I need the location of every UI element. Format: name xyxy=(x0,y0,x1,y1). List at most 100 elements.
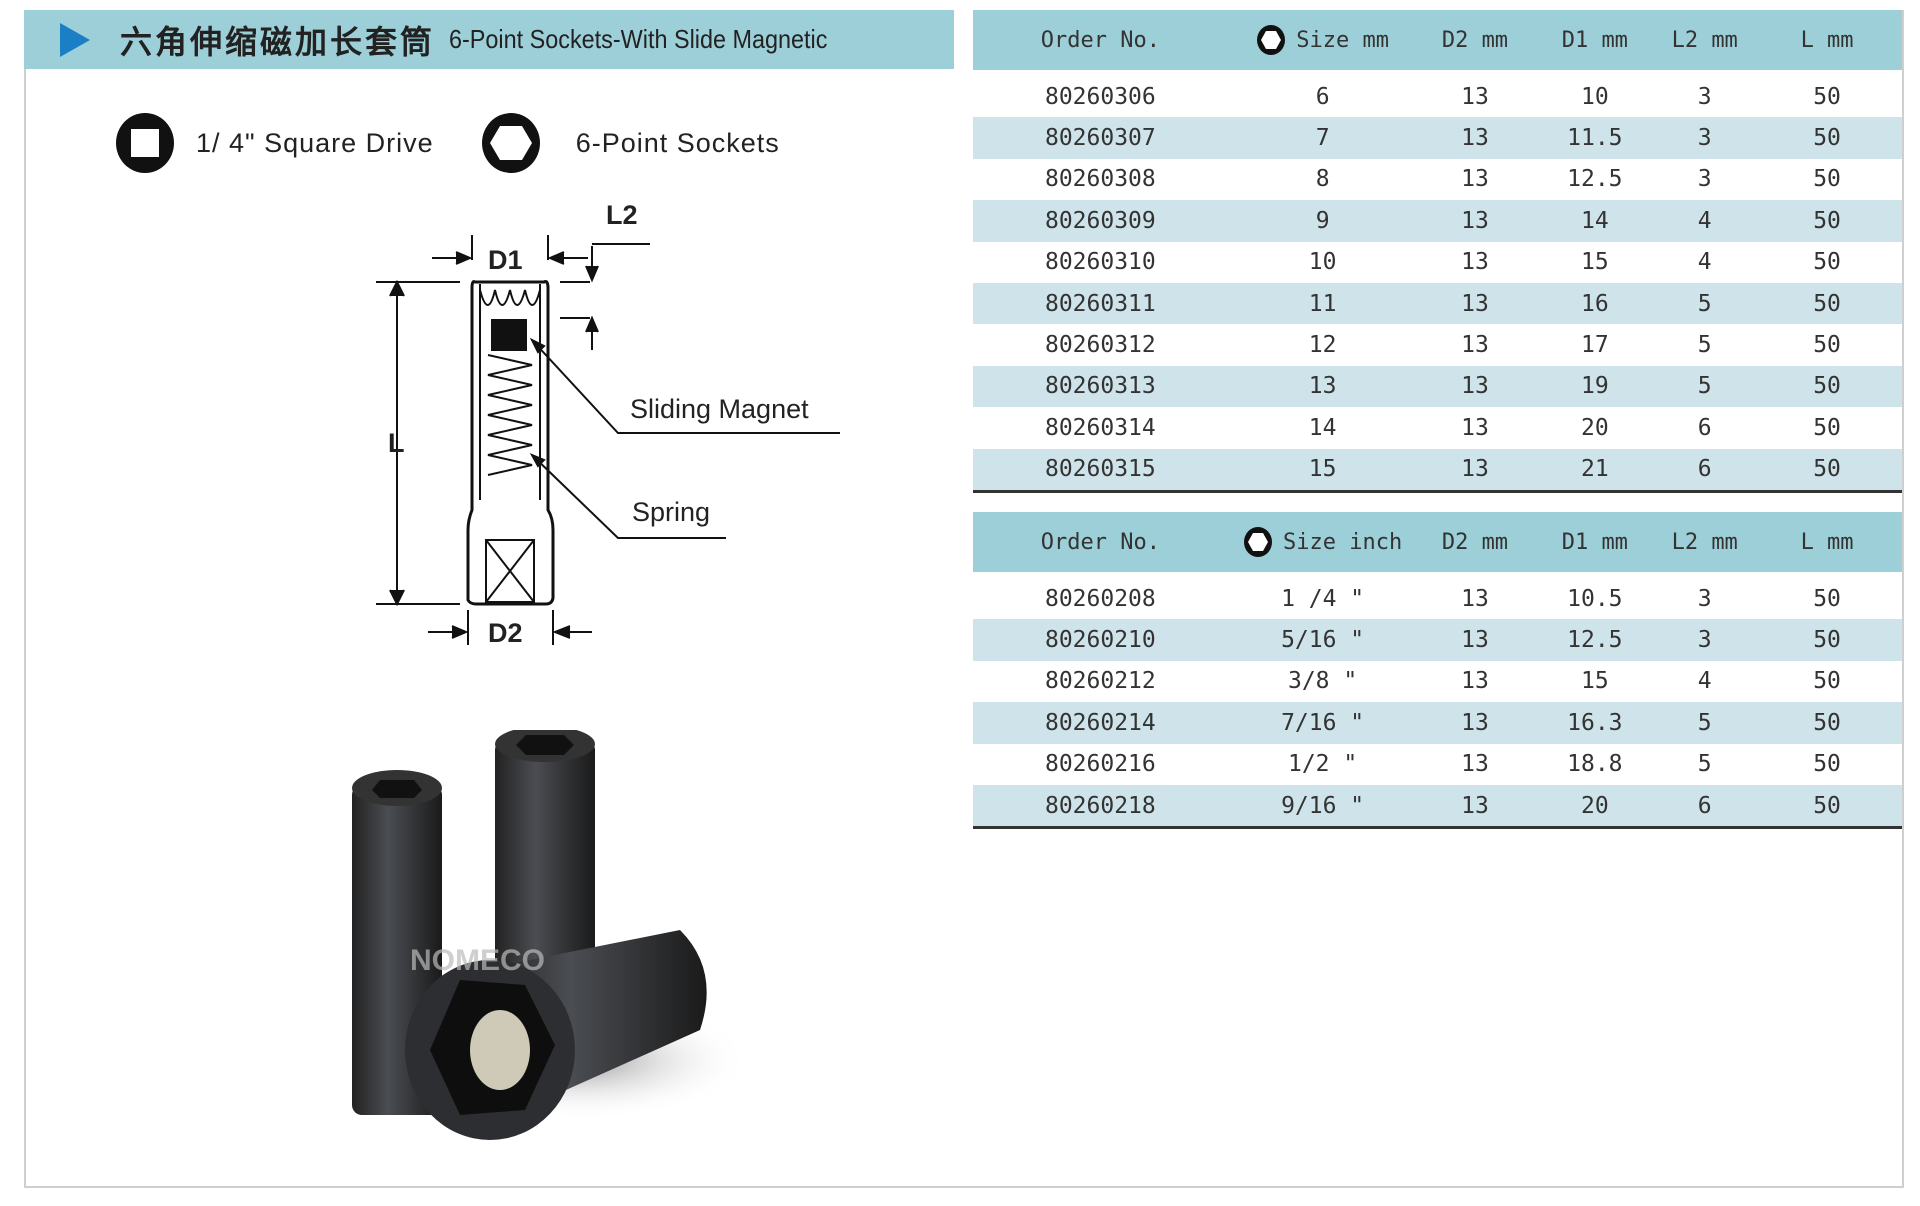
table-cell: 80260314 xyxy=(1044,414,1156,441)
col-size-label: Size mm xyxy=(1296,27,1389,53)
table-cell: 6 xyxy=(1697,414,1712,441)
col-d1: D1 mm xyxy=(1561,529,1628,555)
table-cell: 80260218 xyxy=(1044,792,1156,819)
table-cell: 14 xyxy=(1580,207,1609,234)
table-cell: 13 xyxy=(1461,249,1489,276)
type-label: 6-Point Sockets xyxy=(575,127,780,158)
hexagon-icon xyxy=(1244,527,1272,557)
table-cell: 80260306 xyxy=(1044,83,1156,110)
table-cell: 5 xyxy=(1697,751,1712,778)
table-cell: 13 xyxy=(1461,207,1489,234)
title-band: 六角伸缩磁加长套筒 6-Point Sockets-With Slide Mag… xyxy=(24,10,954,69)
table-cell: 80260212 xyxy=(1044,668,1156,695)
table-cell: 3 xyxy=(1697,83,1712,110)
table-cell: 13 xyxy=(1461,668,1489,695)
table-cell: 3 xyxy=(1697,125,1712,152)
table-cell: 80260313 xyxy=(1044,373,1156,400)
watermark: NOMECO xyxy=(410,944,545,977)
table-cell: 13 xyxy=(1461,792,1489,819)
table-cell: 21 xyxy=(1580,456,1609,483)
legend: 1/ 4" Square Drive 6-Point Sockets xyxy=(114,112,780,174)
col-l2: L2 mm xyxy=(1671,529,1738,555)
table-cell: 4 xyxy=(1697,249,1712,276)
col-d1: D1 mm xyxy=(1561,27,1628,53)
table-cell: 6 xyxy=(1315,83,1330,110)
table-cell: 50 xyxy=(1813,585,1841,612)
magnet-label: Sliding Magnet xyxy=(630,394,809,424)
table-cell: 80260310 xyxy=(1044,249,1156,276)
table-cell: 13 xyxy=(1461,125,1489,152)
table-cell: 1 /4 " xyxy=(1281,585,1365,612)
table-cell: 20 xyxy=(1580,792,1609,819)
table-cell: 5 xyxy=(1697,373,1712,400)
title-cn: 六角伸缩磁加长套筒 xyxy=(120,23,436,60)
table-cell: 3 xyxy=(1697,166,1712,193)
table-cell: 80260315 xyxy=(1044,456,1156,483)
table-cell: 80260312 xyxy=(1044,332,1156,359)
table-cell: 15 xyxy=(1580,249,1609,276)
table-cell: 80260307 xyxy=(1044,125,1156,152)
table-cell: 80260311 xyxy=(1044,290,1156,317)
table-cell: 80260208 xyxy=(1044,585,1156,612)
table-cell: 13 xyxy=(1461,332,1489,359)
table-cell: 50 xyxy=(1813,709,1841,736)
table-cell: 50 xyxy=(1813,290,1841,317)
table-cell: 5 xyxy=(1697,332,1712,359)
title-en: 6-Point Sockets-With Slide Magnetic xyxy=(449,24,828,54)
table-cell: 13 xyxy=(1461,709,1489,736)
socket-diagram xyxy=(376,235,840,645)
table-cell: 10.5 xyxy=(1567,585,1623,612)
table-cell: 3 xyxy=(1697,585,1712,612)
table-cell: 15 xyxy=(1580,668,1609,695)
col-size-label: Size inch xyxy=(1283,529,1403,555)
table-cell: 50 xyxy=(1813,751,1841,778)
table-cell: 15 xyxy=(1308,456,1337,483)
col-l: L mm xyxy=(1800,529,1854,555)
table-cell: 10 xyxy=(1580,83,1609,110)
table-cell: 12.5 xyxy=(1567,627,1623,654)
table-cell: 5 xyxy=(1697,290,1712,317)
table-cell: 50 xyxy=(1813,668,1841,695)
table-cell: 12.5 xyxy=(1567,166,1623,193)
square-drive-icon xyxy=(116,113,174,173)
table-cell: 18.8 xyxy=(1567,751,1623,778)
table-cell: 13 xyxy=(1461,456,1489,483)
table-cell: 50 xyxy=(1813,207,1841,234)
table-inch: Order No. Size inch D2 mm D1 mm L2 mm L … xyxy=(973,512,1902,830)
table-cell: 12 xyxy=(1308,332,1337,359)
col-size: Size inch xyxy=(1228,526,1418,558)
table-cell: 13 xyxy=(1461,751,1489,778)
table-cell: 80260308 xyxy=(1044,166,1156,193)
table-cell: 50 xyxy=(1813,627,1841,654)
table-cell: 20 xyxy=(1580,414,1609,441)
col-order-no: Order No. xyxy=(1040,529,1160,555)
table-cell: 50 xyxy=(1813,166,1841,193)
table-cell: 13 xyxy=(1461,414,1489,441)
table-cell: 9 xyxy=(1315,207,1330,234)
table-cell: 16 xyxy=(1580,290,1609,317)
table-cell: 5 xyxy=(1697,709,1712,736)
table-cell: 14 xyxy=(1308,414,1337,441)
col-l: L mm xyxy=(1800,27,1854,53)
table-header: Order No. Size inch D2 mm D1 mm L2 mm L … xyxy=(973,512,1902,572)
col-d2: D2 mm xyxy=(1441,27,1509,53)
d1-label: D1 xyxy=(488,245,523,275)
table-cell: 17 xyxy=(1580,332,1609,359)
table-cell: 50 xyxy=(1813,373,1841,400)
table-cell: 4 xyxy=(1697,207,1712,234)
